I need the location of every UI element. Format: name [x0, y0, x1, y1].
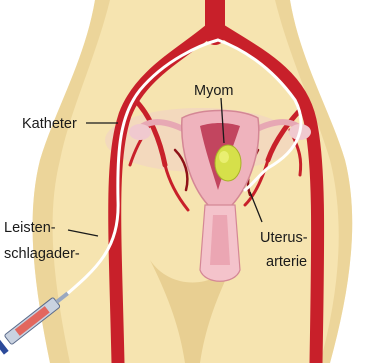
label-leistenschlagader-line1: Leisten- — [4, 220, 56, 236]
label-katheter: Katheter — [22, 116, 77, 132]
label-leistenschlagader-line2: schlagader- — [4, 246, 80, 262]
label-uterusarterie-line2: arterie — [266, 254, 307, 270]
label-uterusarterie-line1: Uterus- — [260, 230, 308, 246]
label-myom: Myom — [194, 83, 233, 99]
